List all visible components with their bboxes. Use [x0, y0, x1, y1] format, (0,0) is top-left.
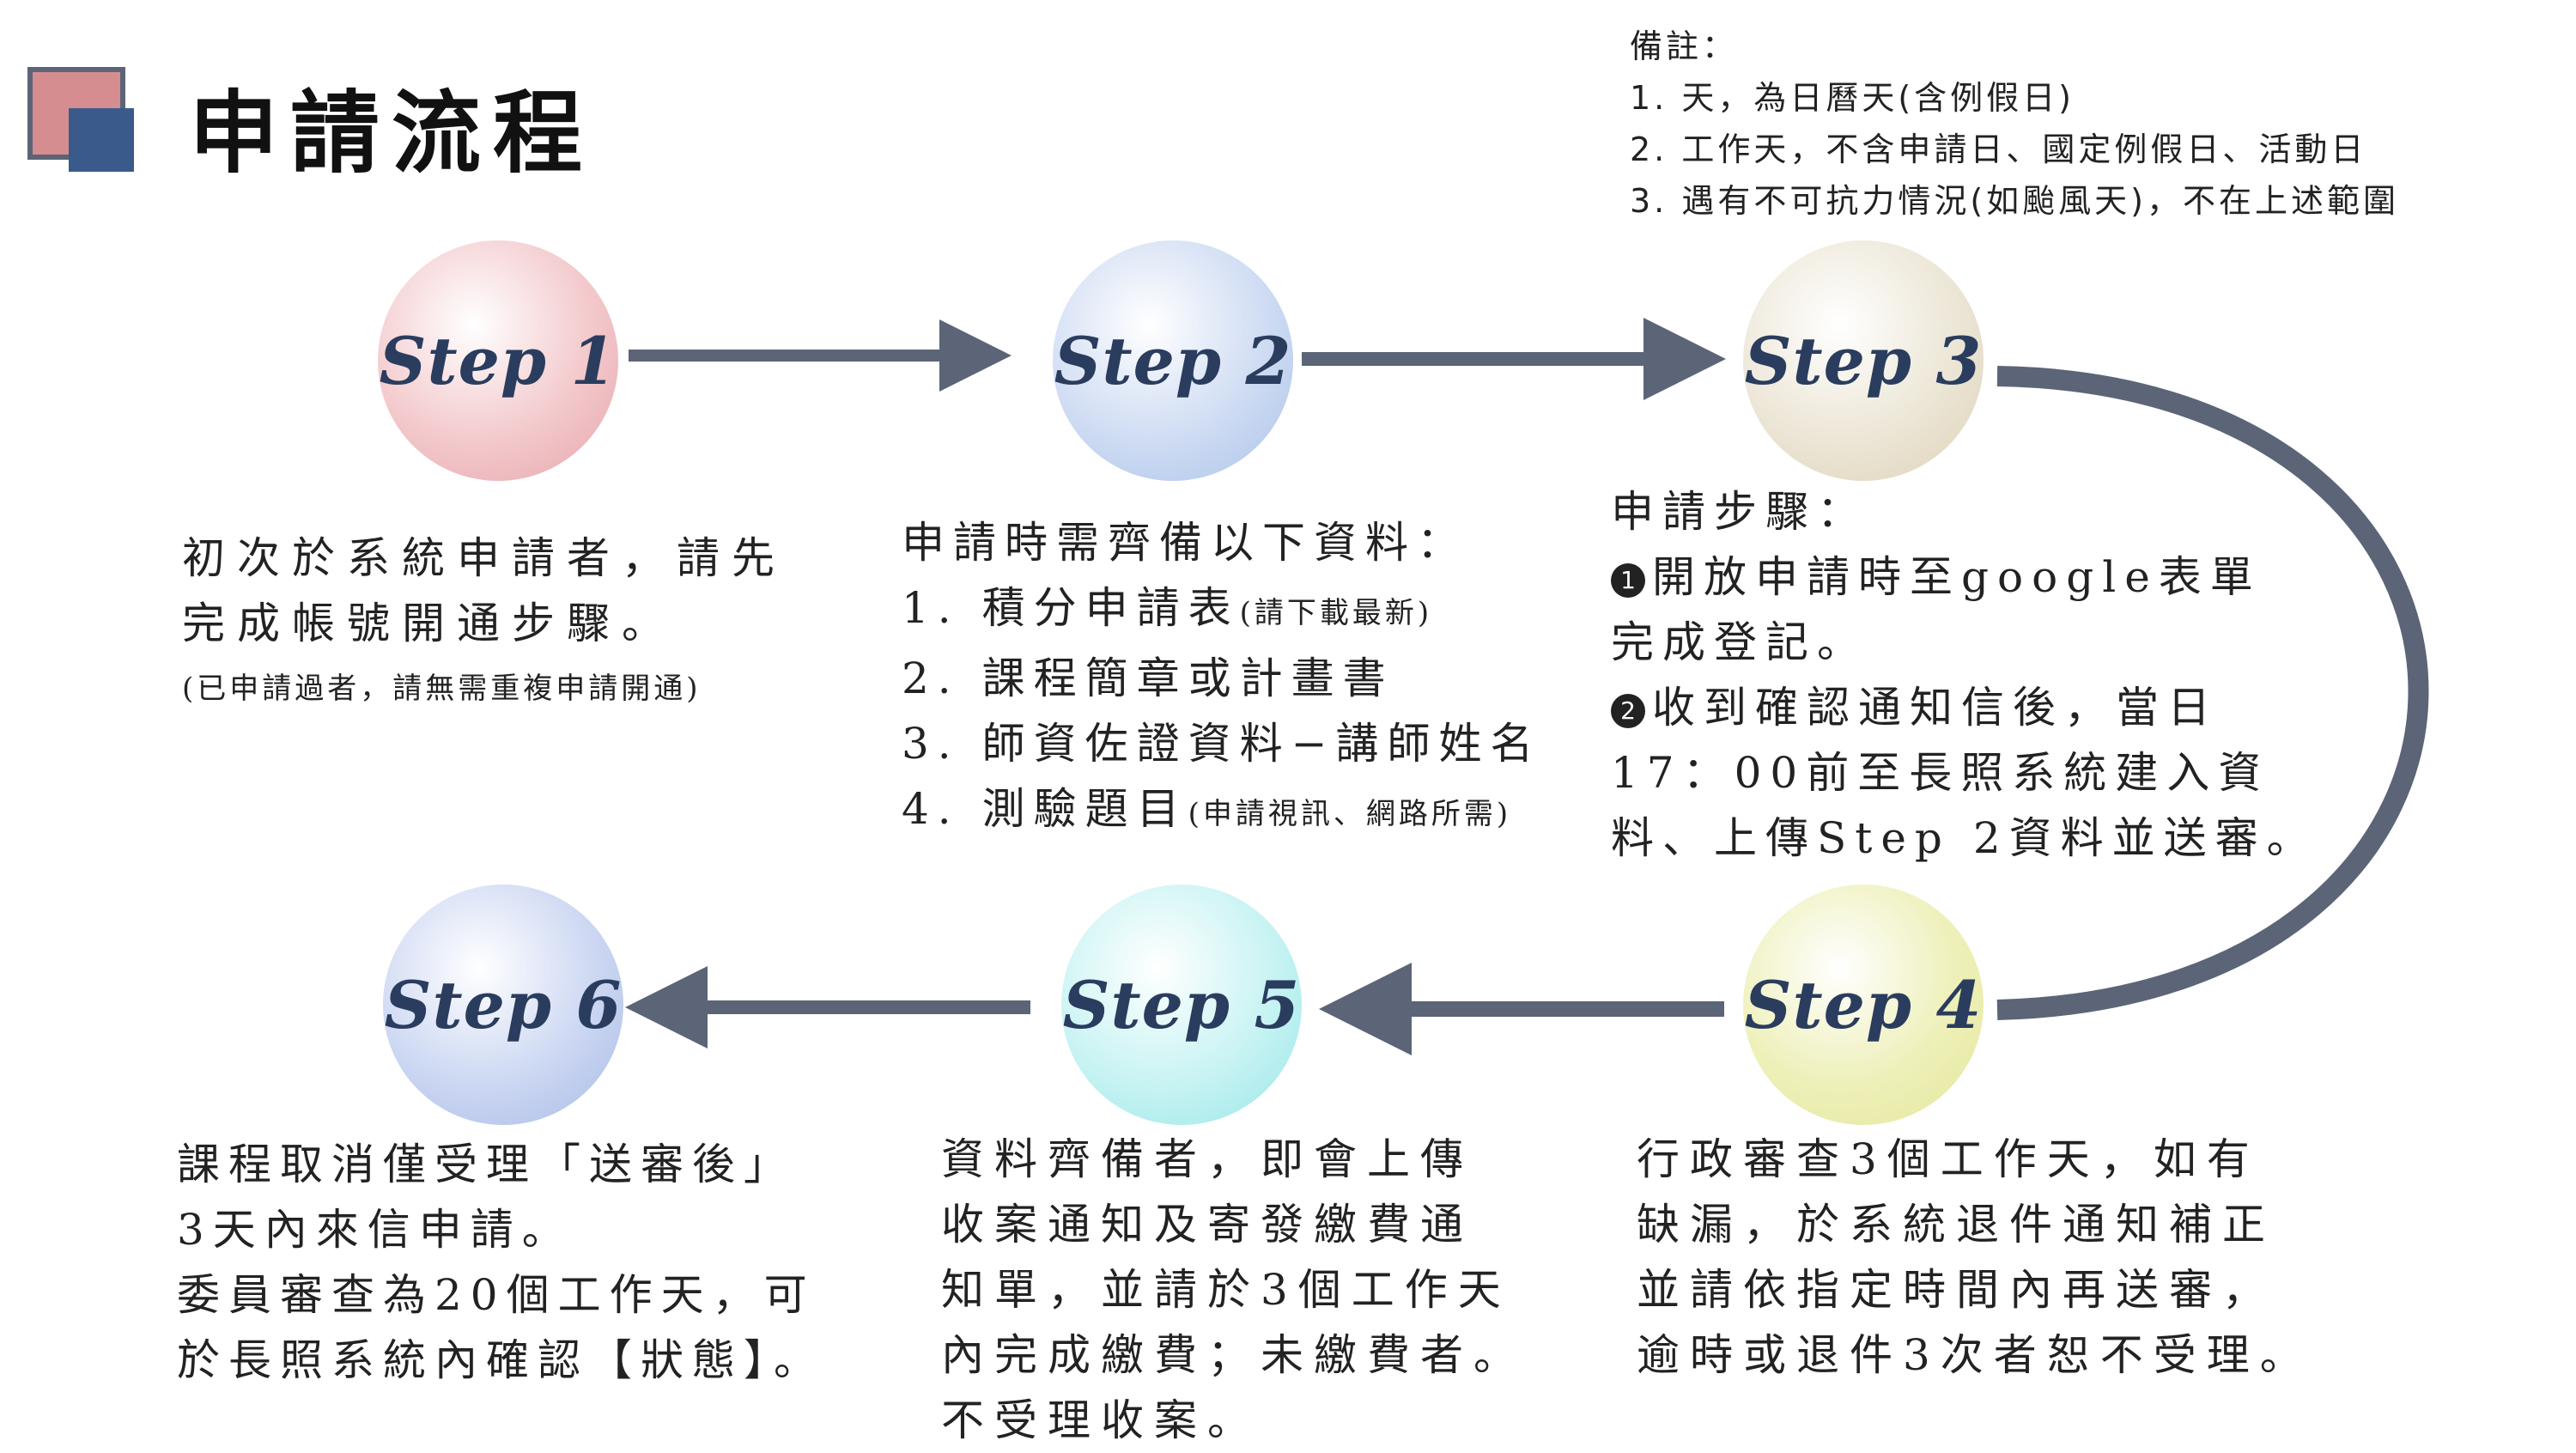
step-4-description: 行政審查3個工作天，如有 缺漏，於系統退件通知補正 並請依指定時間內再送審， 逾… [1637, 1127, 2313, 1388]
step-1-circle: Step 1 [378, 240, 618, 481]
step-2-item-4: 4. 測驗題目(申請視訊、網路所需) [902, 776, 1542, 847]
step-2-heading: 申請時需齊備以下資料： [902, 518, 1468, 568]
step-5-line-1: 資料齊備者，即會上傳 [941, 1134, 1473, 1184]
arrow-step3-to-step4-curve [1996, 366, 2429, 1020]
step-2-item-1: 1. 積分申請表(請下載最新) [902, 575, 1542, 646]
step-5-description: 資料齊備者，即會上傳 收案通知及寄發繳費通 知單，並請於3個工作天 內完成繳費；… [941, 1127, 1527, 1453]
step-4-label: Step 4 [1744, 966, 1983, 1043]
step-5-line-3: 知單，並請於3個工作天 [941, 1265, 1511, 1315]
step-6-circle: Step 6 [383, 885, 623, 1125]
step-2-item-1-text: 1. 積分申請表 [902, 583, 1240, 633]
step-3-circle: Step 3 [1743, 240, 1984, 481]
step-3-badge-2-icon: 2 [1611, 694, 1645, 728]
step-1-line-1: 初次於系統申請者，請先 [182, 533, 787, 583]
notes-item-1: 1. 天，為日曆天(含例假日) [1630, 79, 2075, 117]
step-3-line-2: 完成登記。 [1611, 617, 1868, 667]
step-5-line-5: 不受理收案。 [941, 1395, 1261, 1445]
step-4-line-1: 行政審查3個工作天，如有 [1637, 1134, 2260, 1184]
step-4-circle: Step 4 [1743, 885, 1984, 1125]
step-2-item-2-text: 2. 課程簡章或計畫書 [902, 654, 1394, 703]
step-1-line-2: 完成帳號開通步驟。 [182, 599, 677, 648]
step-6-line-1: 課程取消僅受理「送審後」 [177, 1140, 795, 1189]
step-6-line-4: 於長照系統內確認【狀態】。 [177, 1335, 825, 1385]
step-3-label: Step 3 [1744, 322, 1983, 399]
step-3-line-4: 17：00前至長照系統建入資 [1611, 748, 2270, 798]
step-2-item-2: 2. 課程簡章或計畫書 [902, 646, 1542, 711]
step-2-item-1-note: (請下載最新) [1239, 596, 1433, 630]
step-6-description: 課程取消僅受理「送審後」 3天內來信申請。 委員審查為20個工作天，可 於長照系… [177, 1132, 825, 1393]
step-1-label: Step 1 [379, 322, 617, 399]
step-6-line-3: 委員審查為20個工作天，可 [177, 1270, 816, 1320]
step-1-description: 初次於系統申請者，請先 完成帳號開通步驟。 (已申請過者，請無需重複申請開通) [182, 526, 787, 721]
step-4-line-4: 逾時或退件3次者恕不受理。 [1637, 1330, 2313, 1380]
step-5-line-4: 內完成繳費；未繳費者。 [941, 1330, 1527, 1380]
step-5-line-2: 收案通知及寄發繳費通 [941, 1200, 1473, 1249]
step-6-label: Step 6 [384, 966, 623, 1043]
step-3-line-3-text: 收到確認通知信後，當日 [1652, 683, 2219, 733]
page-title: 申請流程 [189, 80, 595, 185]
step-4-line-2: 缺漏，於系統退件通知補正 [1637, 1200, 2275, 1249]
step-2-description: 申請時需齊備以下資料： 1. 積分申請表(請下載最新) 2. 課程簡章或計畫書 … [902, 510, 1542, 847]
notes-item-2: 2. 工作天，不含申請日、國定例假日、活動日 [1630, 131, 2367, 168]
step-3-heading: 申請步驟： [1611, 487, 1868, 537]
step-3-line-1-text: 開放申請時至google表單 [1652, 552, 2262, 602]
step-4-line-3: 並請依指定時間內再送審， [1637, 1265, 2275, 1315]
notes-heading: 備註： [1630, 27, 1739, 65]
step-2-item-3-text: 3. 師資佐證資料−講師姓名 [902, 719, 1542, 769]
notes-item-3: 3. 遇有不可抗力情況(如颱風天)，不在上述範圍 [1630, 182, 2399, 220]
step-2-item-4-note: (申請視訊、網路所需) [1188, 797, 1512, 831]
step-2-item-3: 3. 師資佐證資料−講師姓名 [902, 711, 1542, 776]
step-2-item-4-text: 4. 測驗題目 [902, 784, 1188, 834]
step-1-note: (已申請過者，請無需重複申請開通) [182, 672, 702, 706]
step-2-circle: Step 2 [1053, 240, 1293, 481]
notes-box: 備註： 1. 天，為日曆天(含例假日) 2. 工作天，不含申請日、國定例假日、活… [1630, 21, 2399, 227]
step-6-line-2: 3天內來信申請。 [177, 1205, 574, 1255]
logo-front-square [69, 108, 134, 172]
step-3-badge-1-icon: 1 [1611, 563, 1645, 598]
step-5-circle: Step 5 [1061, 885, 1302, 1125]
step-2-label: Step 2 [1054, 322, 1292, 399]
step-3-line-5: 料、上傳Step 2資料並送審。 [1611, 813, 2318, 863]
step-5-label: Step 5 [1062, 966, 1301, 1043]
